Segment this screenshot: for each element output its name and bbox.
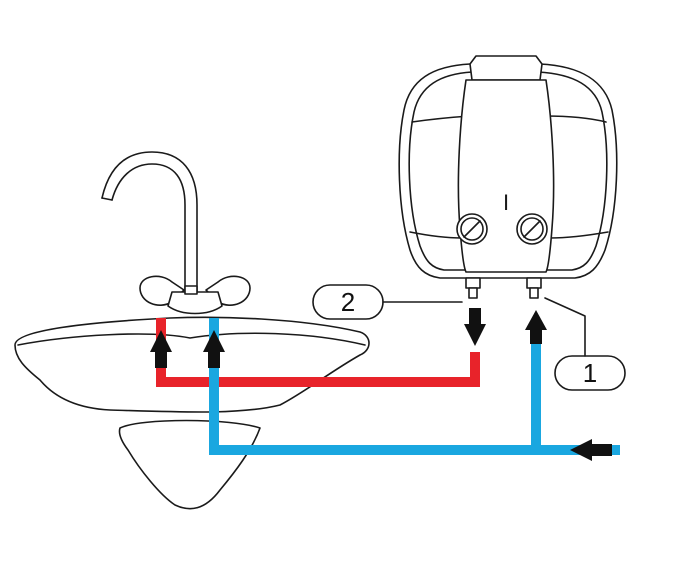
heater-band-right-bottom [549,231,609,239]
faucet [101,151,251,315]
callout-label: 2 [341,287,355,317]
arrow-icon [570,439,612,461]
heater-inlet-connector [526,277,542,299]
flow-arrows [150,308,612,461]
sink-pedestal [118,419,261,510]
callout-leader [544,297,586,357]
arrow-icon [150,330,172,368]
faucet-spout-inner [101,151,198,293]
arrow-icon [464,308,486,346]
callout-outlet: 2 [312,284,463,320]
faucet-spout-tip [101,197,113,201]
arrow-icon [525,310,547,344]
knob-icon[interactable] [456,213,488,245]
arrow-icon [203,330,225,368]
faucet-spout [111,163,186,293]
sink-rim [17,332,366,346]
faucet-body [167,291,223,315]
sink-basin [14,316,370,413]
heater-band-left-bottom [409,231,463,239]
water-heater: I [398,55,618,299]
heater-display-mark: I [503,190,509,215]
callout-bubble [554,355,626,391]
callout-label: 1 [583,358,597,388]
heater-housing-inner [408,71,608,271]
heater-top-cap [469,55,543,81]
heater-outlet-connector [465,277,481,299]
knob-icon[interactable] [516,213,548,245]
callout-inlet: 1 [544,297,626,391]
sink [14,316,370,510]
faucet-collar [184,285,198,295]
